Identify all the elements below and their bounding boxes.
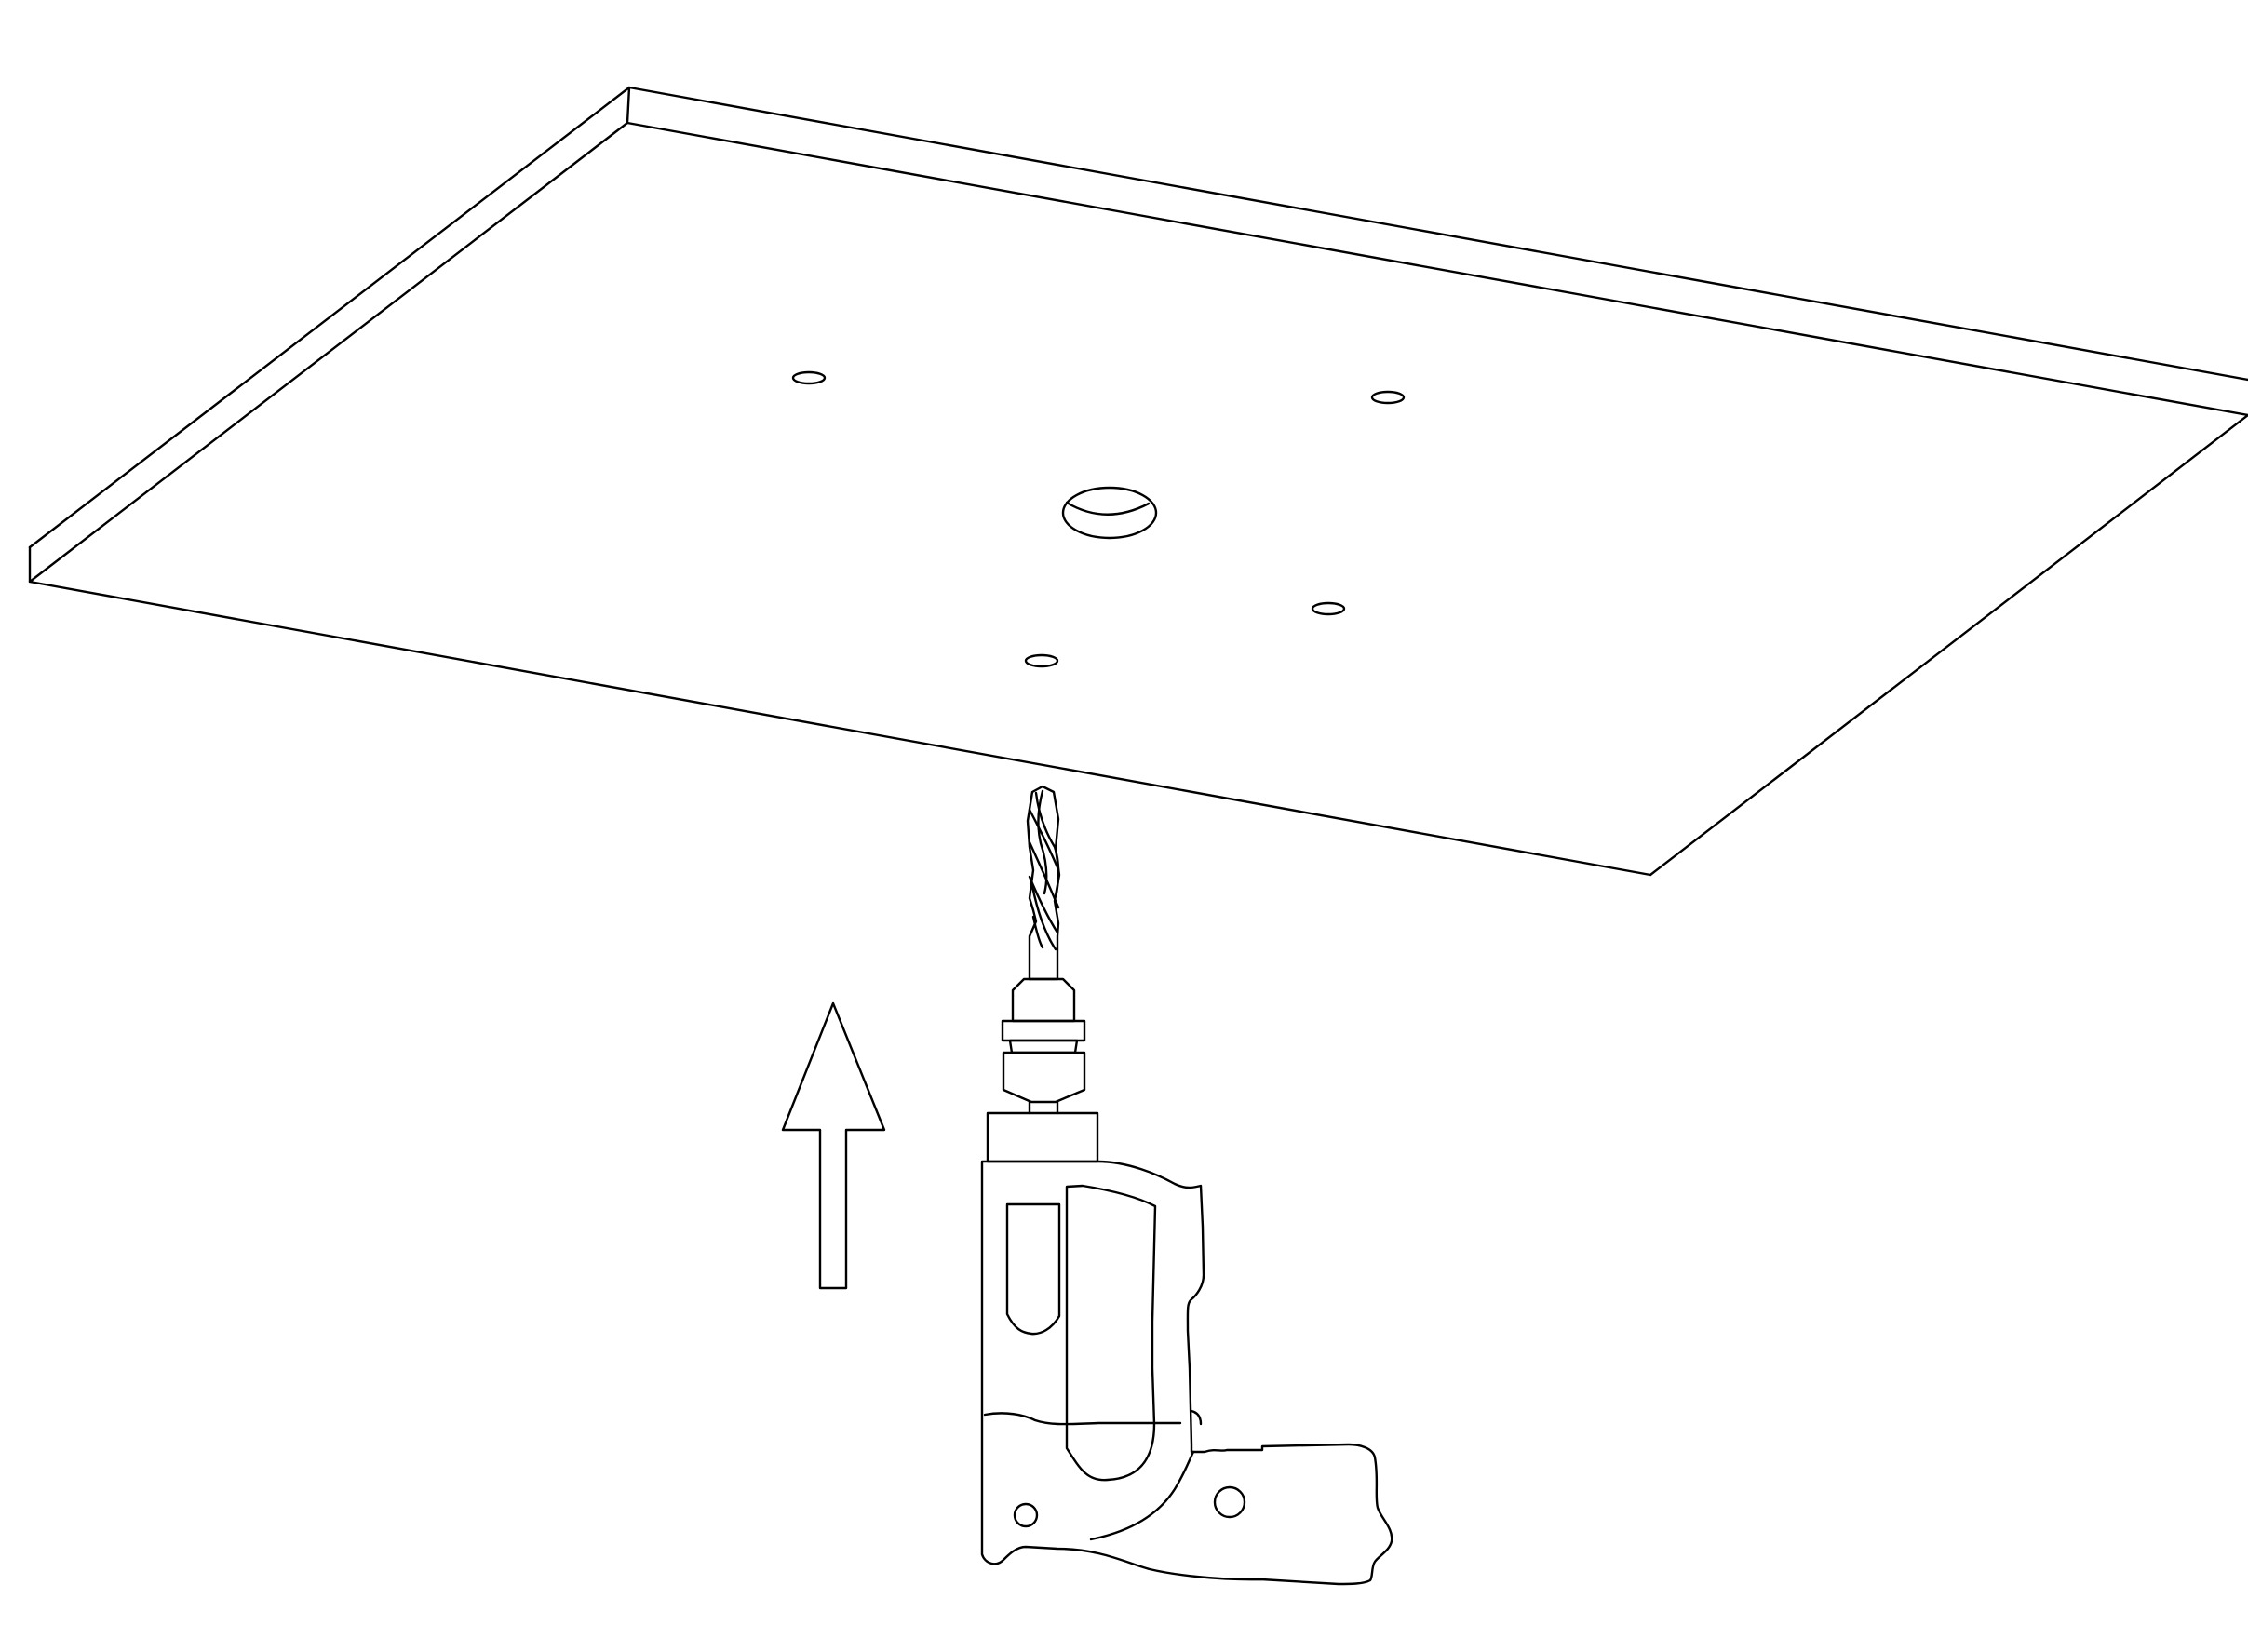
- up-arrow-icon: [781, 1001, 886, 1290]
- drill-screw-right: [1213, 1485, 1246, 1519]
- panel-bottom-face-outline: [28, 121, 2248, 877]
- screw-hole-left: [791, 370, 827, 385]
- drill-trigger: [1065, 1184, 1157, 1482]
- drill-screw-left: [1013, 1502, 1039, 1528]
- panel-edge-back: [626, 86, 631, 125]
- screw-hole-front: [1024, 653, 1059, 668]
- center-hole: [1061, 486, 1158, 540]
- screw-hole-front-right: [1311, 601, 1346, 616]
- drill-bit: [1026, 785, 1061, 981]
- drill-body-seam: [983, 1412, 1182, 1426]
- screw-hole-right: [1370, 390, 1406, 405]
- drill-side-slot: [1005, 1202, 1061, 1336]
- panel: [28, 86, 2248, 877]
- drill-body: [980, 1160, 1393, 1586]
- panel-holes: [791, 370, 1406, 668]
- panel-top-face-edge: [28, 86, 2248, 549]
- drill-collar: [986, 1111, 1099, 1163]
- power-drill-icon: [980, 785, 1393, 1586]
- drill-chuck: [1001, 977, 1086, 1115]
- drill-handle-curve: [1089, 1450, 1195, 1541]
